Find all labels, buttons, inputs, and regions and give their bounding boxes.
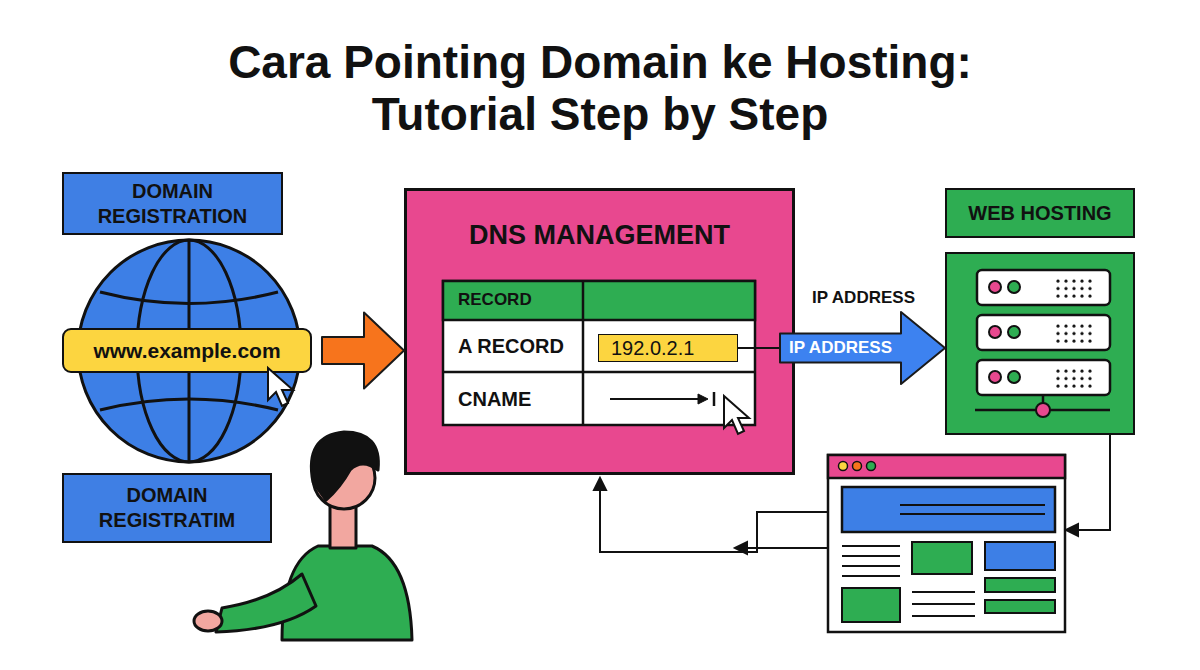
page-block <box>985 600 1055 613</box>
table-header-cell: RECORD <box>458 290 532 310</box>
table-cell: A RECORD <box>458 334 564 358</box>
page-line <box>912 603 975 605</box>
page-line <box>912 591 975 593</box>
arrow-head <box>1066 524 1078 536</box>
arrow-head <box>594 478 606 490</box>
globe-parallel <box>100 292 278 304</box>
flow-line <box>1074 435 1110 530</box>
page-line <box>842 555 900 557</box>
mouse-cursor <box>268 368 293 406</box>
browser-dot <box>839 462 848 471</box>
server-box: WEB HOSTING <box>945 252 1135 435</box>
edge-label: IP ADDRESS <box>789 338 892 358</box>
node-text: 192.0.2.1 <box>611 336 694 361</box>
person-hand <box>194 611 222 631</box>
arrow-head <box>735 542 747 554</box>
url-pill: www.example.com <box>62 328 312 373</box>
page-block <box>842 588 900 622</box>
page-line <box>900 504 1045 506</box>
label-box: DOMAIN REGISTRATION <box>62 172 283 235</box>
node-text: DNS MANAGEMENT <box>469 218 730 252</box>
globe-body <box>78 240 300 462</box>
ip-value: 192.0.2.1 <box>598 334 738 362</box>
browser-frame <box>828 455 1065 632</box>
dns-panel: DNS MANAGEMENT 192.0.2.1 <box>404 188 795 475</box>
page-line <box>900 513 1045 515</box>
person-arm <box>216 574 316 632</box>
connector-body <box>322 313 404 389</box>
node-text: DOMAIN REGISTRATION <box>70 179 275 229</box>
flow-line <box>744 547 828 549</box>
browser-window <box>828 455 1065 632</box>
arrow-caption: IP ADDRESS <box>812 288 915 308</box>
page-line <box>912 615 975 617</box>
flow-line <box>600 488 828 552</box>
diagram-title: Cara Pointing Domain ke Hosting: Tutoria… <box>150 36 1050 140</box>
table-cell: CNAME <box>458 387 531 411</box>
page-banner <box>842 487 1055 532</box>
browser-dot <box>867 462 876 471</box>
page-line <box>842 575 900 577</box>
page-block <box>985 578 1055 592</box>
node-text: WEB HOSTING <box>968 201 1111 226</box>
globe-parallel <box>100 399 278 410</box>
page-line <box>842 545 900 547</box>
globe <box>78 240 300 462</box>
browser-dot <box>853 462 862 471</box>
label-box: DOMAIN REGISTRATIM <box>62 473 272 543</box>
person-hair <box>311 432 378 500</box>
browser-header <box>828 455 1065 478</box>
node-text: DOMAIN REGISTRATIM <box>70 483 264 533</box>
connector-body <box>780 312 945 384</box>
heading-box: WEB HOSTING <box>945 188 1135 238</box>
connector-arrow <box>322 313 404 389</box>
page-block <box>912 542 972 574</box>
page-block <box>985 542 1055 570</box>
node-text: www.example.com <box>93 338 280 364</box>
page-line <box>842 565 900 567</box>
